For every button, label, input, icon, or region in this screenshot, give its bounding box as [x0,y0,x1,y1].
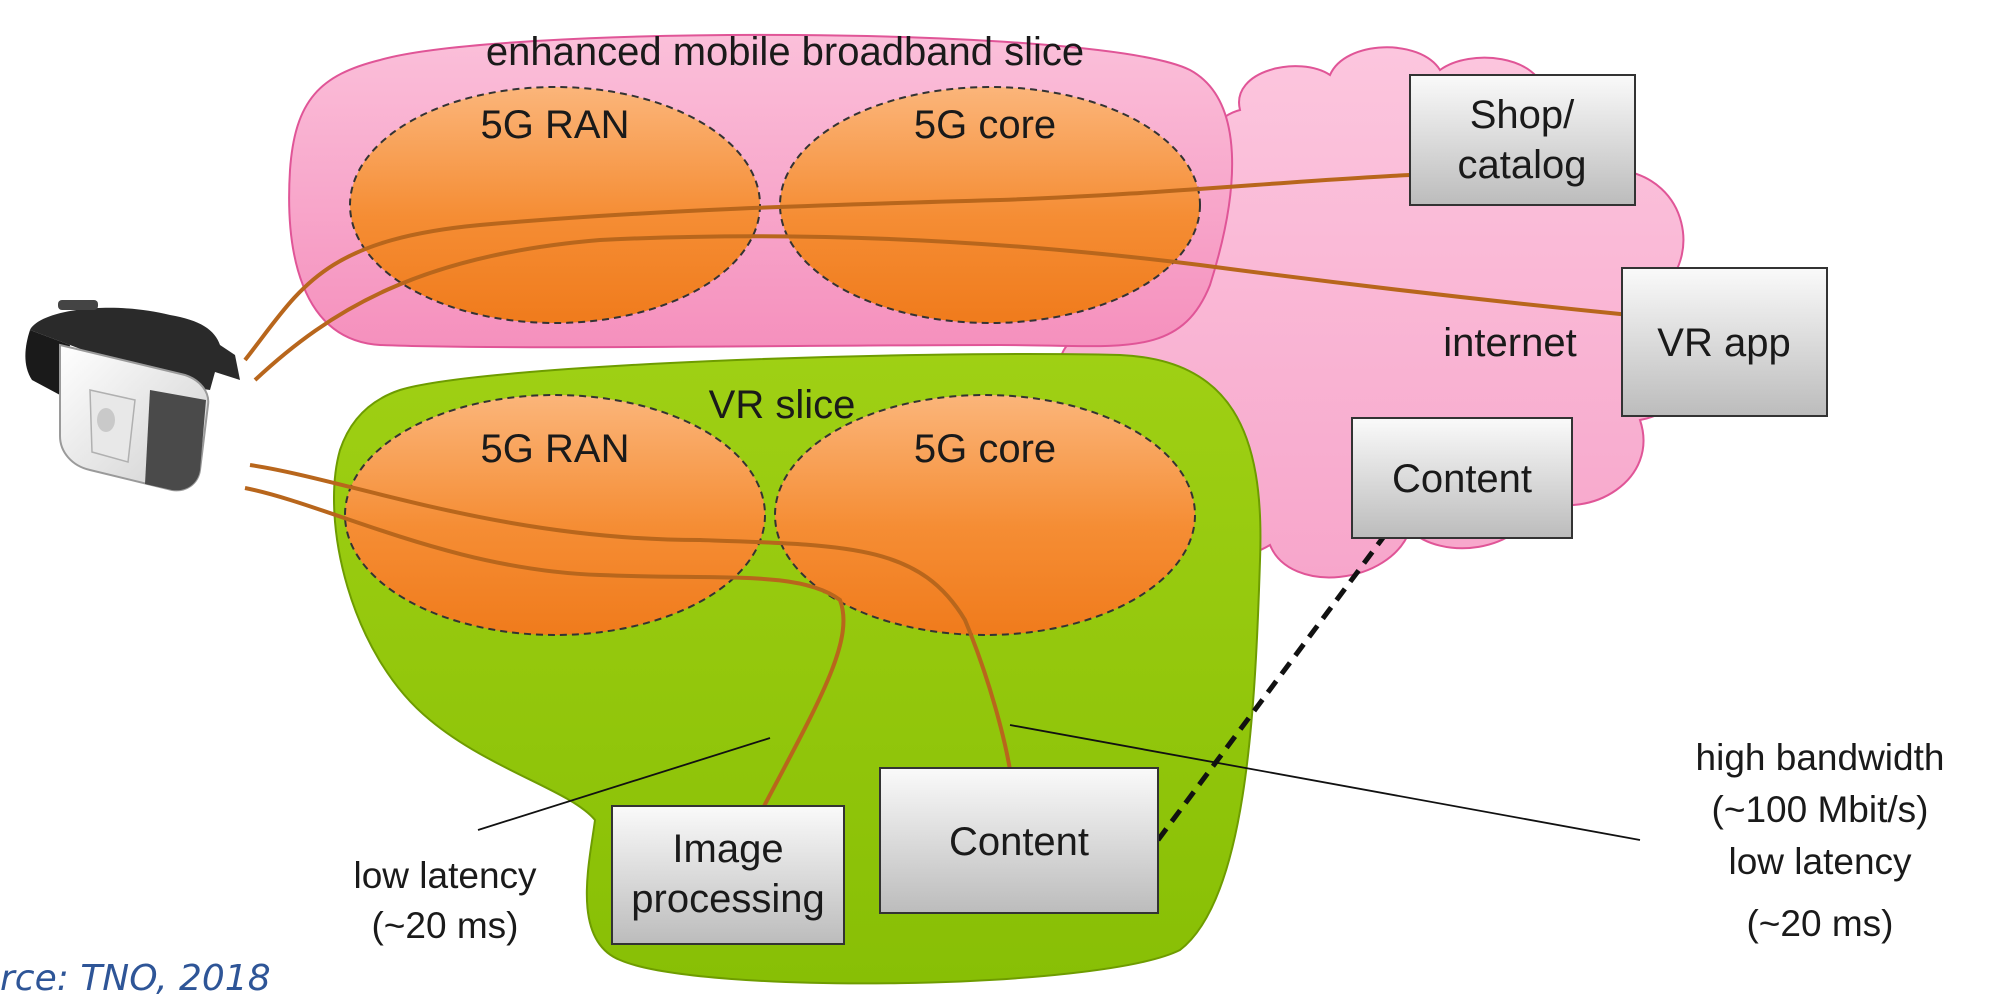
edge-content-label: Content [949,820,1089,864]
path-headset-to-image-processing [244,486,846,811]
high-bandwidth-pointer [1009,724,1641,841]
embb-ran-label: 5G RAN [481,103,630,147]
vr-slice-title: VR slice [709,383,856,427]
low-latency-line2: (~20 ms) [371,905,518,946]
low-latency-pointer [477,737,771,831]
internet-content-box: Content [1351,417,1573,539]
image-processing-box: Image processing [611,805,845,945]
path-headset-to-shop [243,173,1411,362]
embb-slice-title: enhanced mobile broadband slice [486,30,1084,74]
vr-headset-icon [25,300,240,492]
high-bandwidth-line2: (~100 Mbit/s) [1712,789,1929,830]
path-headset-to-content-edge [249,463,1012,771]
high-bandwidth-line4: (~20 ms) [1746,903,1893,944]
source-caption: rce: TNO, 2018 [0,958,271,995]
vr-app-label: VR app [1657,321,1790,365]
shop-catalog-box: Shop/ catalog [1409,74,1636,206]
vr-core-ellipse [774,394,1196,636]
image-processing-line2: processing [631,877,824,921]
internet-content-label: Content [1392,457,1532,501]
low-latency-line1: low latency [353,855,537,896]
high-bandwidth-line1: high bandwidth [1696,737,1945,778]
path-edge-content-to-internet-content [1155,533,1388,842]
vr-ran-label: 5G RAN [481,427,630,471]
embb-core-label: 5G core [914,103,1056,147]
path-headset-to-vr-app [253,234,1631,382]
vr-app-box: VR app [1621,267,1828,417]
image-processing-line1: Image [672,827,783,871]
internet-label: internet [1443,321,1576,365]
embb-core-ellipse [779,86,1201,324]
high-bandwidth-line3: low latency [1728,841,1912,882]
shop-catalog-line2: catalog [1458,143,1587,187]
vr-core-label: 5G core [914,427,1056,471]
edge-content-box: Content [879,767,1159,914]
shop-catalog-line1: Shop/ [1470,93,1575,137]
